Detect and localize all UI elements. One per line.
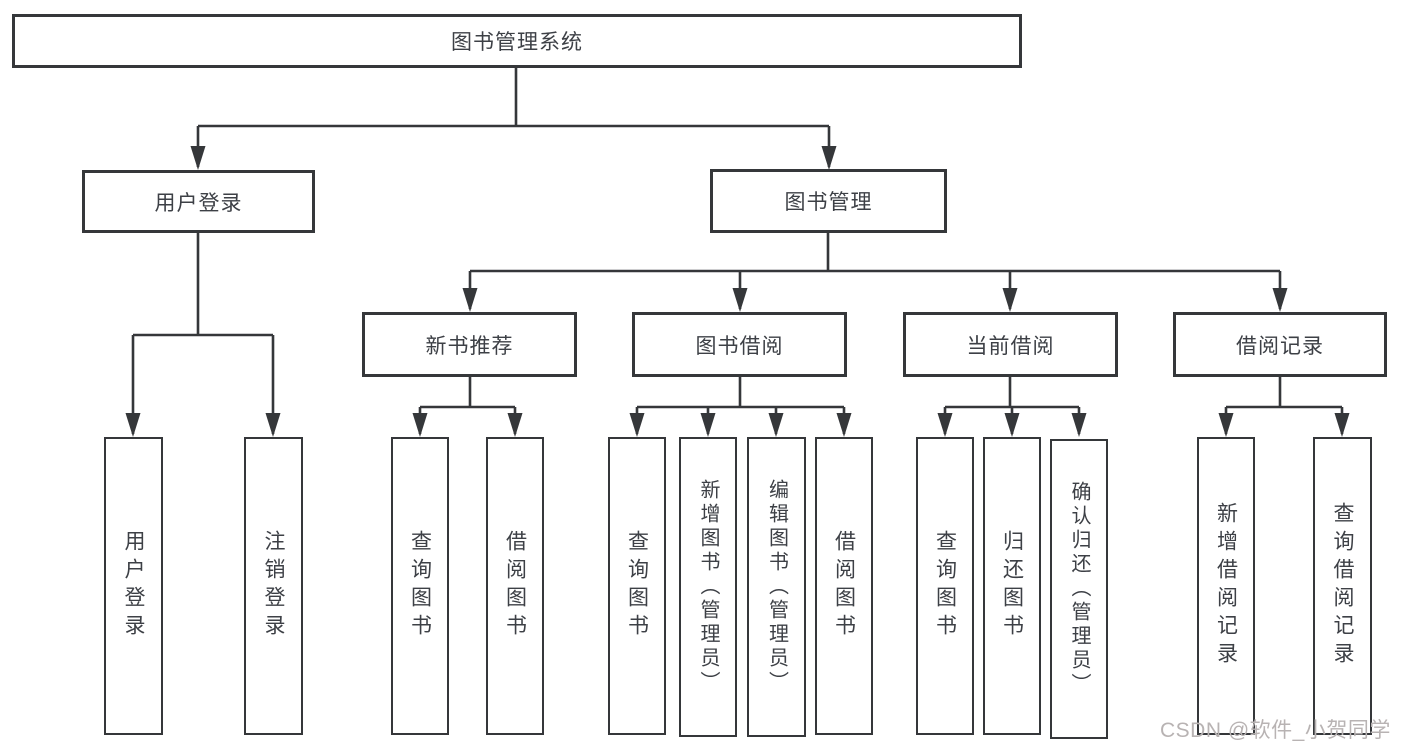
leaf-query-books-current: 查询图书 xyxy=(916,437,974,735)
leaf-borrow-books-recommend: 借阅图书 xyxy=(486,437,544,735)
node-library-system: 图书管理系统 xyxy=(12,14,1022,68)
leaf-confirm-return-admin: 确认归还（管理员） xyxy=(1050,439,1108,739)
connector-current-borrow xyxy=(943,377,1081,434)
connector-user-login xyxy=(131,233,275,434)
leaf-logout-login: 注销登录 xyxy=(244,437,303,735)
node-new-book-recommendation: 新书推荐 xyxy=(362,312,577,377)
node-borrowing-records-label: 借阅记录 xyxy=(1236,334,1324,358)
node-book-management-label: 图书管理 xyxy=(784,191,873,214)
node-user-login: 用户登录 xyxy=(82,170,315,233)
leaf-query-books-recommend: 查询图书 xyxy=(391,437,449,735)
leaf-query-borrow-record: 查询借阅记录 xyxy=(1313,437,1372,735)
node-current-borrowing: 当前借阅 xyxy=(903,312,1118,377)
node-current-borrowing-label: 当前借阅 xyxy=(966,334,1055,358)
leaf-add-borrow-record: 新增借阅记录 xyxy=(1197,437,1255,735)
node-library-system-label: 图书管理系统 xyxy=(451,31,583,54)
node-book-borrowing: 图书借阅 xyxy=(632,312,847,377)
node-user-login-label: 用户登录 xyxy=(154,191,243,215)
node-new-book-recommendation-label: 新书推荐 xyxy=(425,334,514,358)
leaf-borrow-books-borrow: 借阅图书 xyxy=(815,437,873,735)
connector-book-borrow xyxy=(635,377,846,434)
leaf-return-books: 归还图书 xyxy=(983,437,1041,735)
leaf-edit-book-admin: 编辑图书（管理员） xyxy=(747,437,806,737)
node-borrowing-records: 借阅记录 xyxy=(1173,312,1387,377)
connector-borrow-records xyxy=(1224,377,1344,434)
csdn-watermark: CSDN @软件_小贺同学 xyxy=(1160,719,1391,742)
connector-root xyxy=(196,68,831,167)
connector-new-book xyxy=(418,377,517,434)
connector-book-management xyxy=(468,233,1282,309)
node-book-management: 图书管理 xyxy=(710,169,947,233)
leaf-user-login: 用户登录 xyxy=(104,437,163,735)
leaf-add-book-admin: 新增图书（管理员） xyxy=(679,437,737,737)
leaf-query-books-borrow: 查询图书 xyxy=(608,437,666,735)
node-book-borrowing-label: 图书借阅 xyxy=(695,334,784,358)
